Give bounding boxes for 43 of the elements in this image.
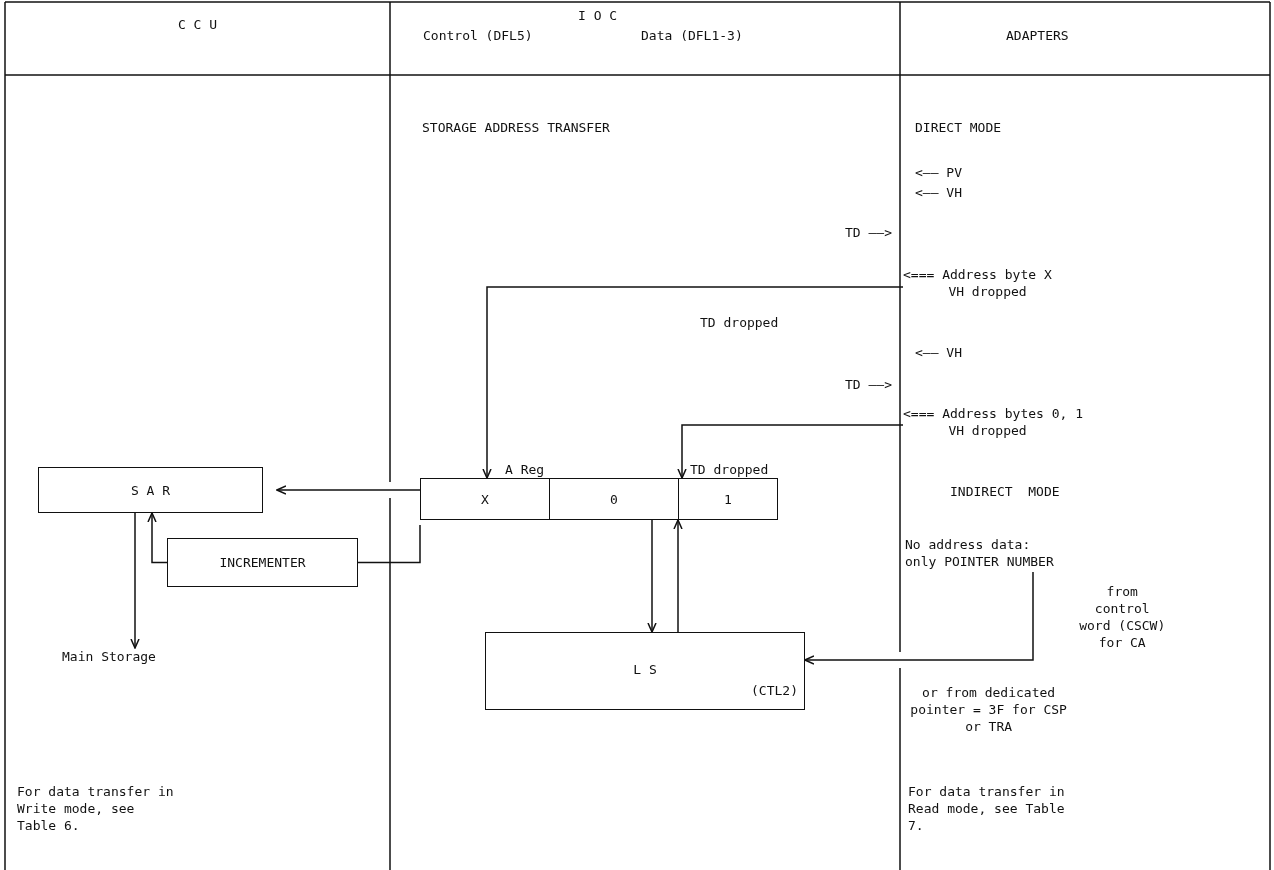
signal-label: <=== Address byte X	[903, 266, 1052, 283]
box-title: L S	[632, 661, 658, 678]
register-cell: X	[420, 478, 550, 520]
register-label: A Reg	[505, 461, 545, 478]
signal-label: VH dropped	[948, 283, 1027, 300]
signal-label: <—— PV	[915, 164, 962, 181]
section-heading: DIRECT MODE	[915, 119, 1002, 136]
column-header: Data (DFL1-3)	[641, 27, 743, 44]
column-header: Control (DFL5)	[423, 27, 533, 44]
signal-label: TD ——>	[844, 376, 892, 393]
arrow	[804, 571, 1034, 665]
column-header: C C U	[176, 16, 219, 33]
connector-line	[357, 524, 421, 564]
register-box: S A R	[38, 467, 263, 513]
arrow	[147, 512, 168, 564]
note-text: For data transfer in Write mode, see Table 6.	[17, 783, 175, 834]
incrementer-box: INCREMENTER	[167, 538, 358, 587]
signal-label: TD dropped	[700, 314, 779, 331]
signal-label: <—— VH	[915, 344, 962, 361]
section-heading: INDIRECT MODE	[950, 483, 1060, 500]
note-text: For data transfer in Read mode, see Table 7.	[908, 783, 1066, 834]
arrow	[276, 485, 421, 495]
note-text: or from dedicated pointer = 3F for CSP or TRA	[909, 684, 1068, 735]
arrow	[673, 519, 683, 633]
register-cell: 0	[549, 478, 679, 520]
note-text: No address data: only POINTER NUMBER	[905, 536, 1055, 570]
signal-label: TD dropped	[690, 461, 769, 478]
arrow	[482, 286, 904, 479]
arrow	[677, 424, 904, 479]
signal-label: VH dropped	[948, 422, 1027, 439]
section-heading: STORAGE ADDRESS TRANSFER	[422, 119, 610, 136]
register-cell: 1	[678, 478, 778, 520]
signal-label: <—— VH	[915, 184, 962, 201]
box-subtitle: (CTL2)	[751, 682, 798, 699]
local-storage-box	[485, 632, 805, 710]
signal-label: <=== Address bytes 0, 1	[903, 405, 1083, 422]
column-header: ADAPTERS	[1006, 27, 1069, 44]
arrow	[130, 512, 140, 649]
note-text: from control word (CSCW) for CA	[1078, 583, 1167, 651]
signal-label: TD ——>	[844, 224, 892, 241]
storage-label: Main Storage	[62, 648, 156, 665]
arrow	[647, 519, 657, 633]
column-header: I O C	[578, 7, 618, 24]
